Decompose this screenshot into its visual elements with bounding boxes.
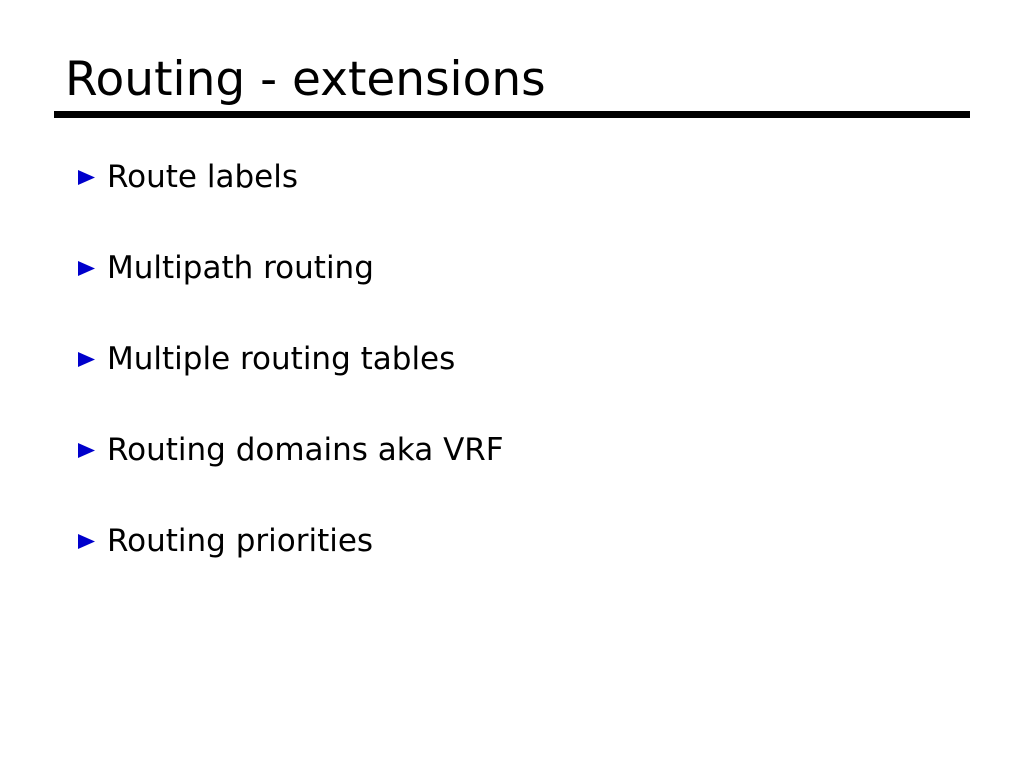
triangle-right-icon [78, 352, 95, 367]
triangle-right-icon [78, 170, 95, 185]
list-item: Multiple routing tables [78, 340, 978, 431]
slide-title: Routing - extensions [65, 52, 546, 107]
triangle-right-icon [78, 534, 95, 549]
list-item: Route labels [78, 158, 978, 249]
list-item-label: Multipath routing [107, 250, 374, 286]
list-item-label: Routing domains aka VRF [107, 432, 504, 468]
triangle-right-icon [78, 443, 95, 458]
triangle-right-icon [78, 261, 95, 276]
list-item: Multipath routing [78, 249, 978, 340]
list-item-label: Routing priorities [107, 523, 374, 559]
list-item: Routing domains aka VRF [78, 431, 978, 522]
title-underline-rule [54, 111, 970, 118]
list-item-label: Multiple routing tables [107, 341, 456, 377]
list-item-label: Route labels [107, 159, 298, 195]
bullet-list: Route labels Multipath routing Multiple … [78, 158, 978, 613]
list-item: Routing priorities [78, 522, 978, 613]
